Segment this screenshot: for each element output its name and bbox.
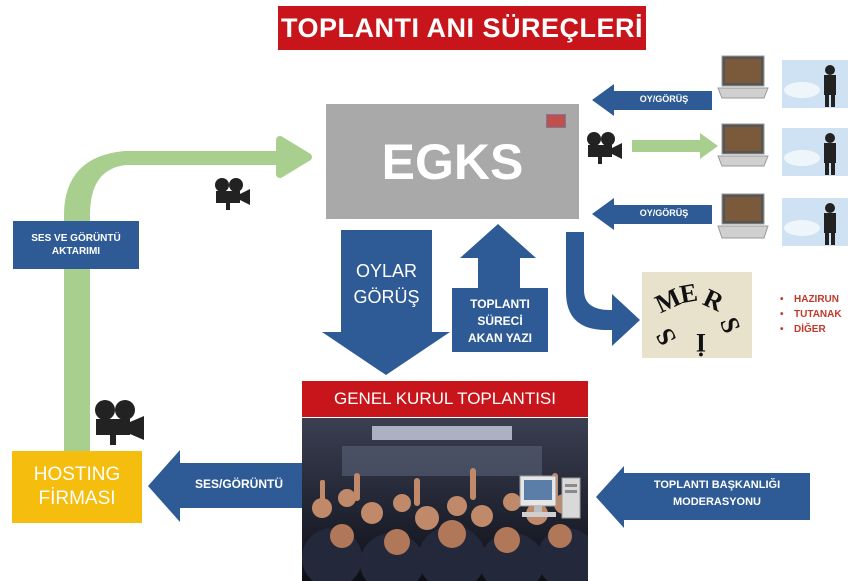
toplanti-line: TOPLANTI <box>470 297 530 311</box>
hosting-line2: FİRMASI <box>38 488 116 509</box>
svg-text:R: R <box>699 283 728 317</box>
ses-goruntu-arrow <box>148 450 302 522</box>
oylar-label: OYLAR <box>355 261 418 281</box>
page-title: TOPLANTI ANI SÜREÇLERİ <box>278 6 646 50</box>
list-item: •TUTANAK <box>780 309 842 320</box>
oy-gorus-label-2: OY/GÖRÜŞ <box>639 208 689 218</box>
baskanlik-line1: TOPLANTI BAŞKANLIĞI <box>653 479 781 491</box>
laptop-icon <box>717 55 769 99</box>
svg-text:S: S <box>714 313 746 337</box>
video-camera-icon <box>215 178 250 210</box>
toplanti-sureci-label: TOPLANTI SÜRECİ AKAN YAZI <box>452 296 548 347</box>
egks-box: EGKS <box>326 104 579 219</box>
laptop-icon <box>717 193 769 239</box>
ses-goruntu-aktarimi-label: SES VE GÖRÜNTÜ AKTARIMI <box>13 221 139 269</box>
green-upload-arrow <box>64 136 312 459</box>
output-list: •HAZIRUN •TUTANAK •DİĞER <box>780 292 842 337</box>
oy-gorus-label-1: OY/GÖRÜŞ <box>639 94 689 104</box>
ses-goruntu-label: SES/GÖRÜNTÜ <box>194 477 283 491</box>
gorus-label: GÖRÜŞ <box>353 287 420 307</box>
businessman-icon <box>782 60 848 108</box>
sureci-up-arrow <box>452 288 548 352</box>
green-broadcast-arrow <box>632 133 718 159</box>
businessman-icon <box>782 128 848 176</box>
flag-icon <box>546 114 566 128</box>
oy-gorus-arrow-2 <box>592 198 712 230</box>
svg-text:E: E <box>678 278 700 310</box>
list-item: •DİĞER <box>780 324 826 335</box>
businessman-icon <box>782 198 848 246</box>
sureci-line: SÜRECİ <box>477 314 523 328</box>
video-camera-icon <box>95 400 144 445</box>
list-item: •HAZIRUN <box>780 294 839 305</box>
egks-to-mersis-arrow <box>566 232 640 346</box>
baskanlik-arrow <box>596 466 810 528</box>
meeting-crowd-image <box>302 418 588 581</box>
output-diger: DİĞER <box>794 324 826 335</box>
oy-gorus-arrow-1 <box>592 84 712 116</box>
sureci-up-arrowhead <box>460 224 536 288</box>
svg-text:İ: İ <box>696 328 706 357</box>
genel-kurul-title: GENEL KURUL TOPLANTISI <box>302 381 588 417</box>
hosting-firmasi-box: HOSTING FİRMASI <box>12 451 142 523</box>
video-camera-icon <box>587 132 622 164</box>
baskanlik-line2: MODERASYONU <box>672 496 761 508</box>
svg-text:S: S <box>650 323 682 350</box>
hosting-line1: HOSTING <box>33 464 121 485</box>
mersis-logo: M E R S İ S <box>642 272 752 358</box>
oylar-gorus-label: OYLAR GÖRÜŞ <box>341 258 432 310</box>
akan-yazi-line: AKAN YAZI <box>467 331 532 345</box>
desktop-computer-icon <box>519 475 581 519</box>
output-hazirun: HAZIRUN <box>794 294 839 305</box>
mersis-logo-letters: M E R S İ S <box>650 278 747 357</box>
oylar-down-arrow <box>322 230 450 375</box>
output-tutanak: TUTANAK <box>794 309 842 320</box>
baskanlik-label: TOPLANTI BAŞKANLIĞI MODERASYONU <box>624 477 810 511</box>
laptop-icon <box>717 123 769 167</box>
